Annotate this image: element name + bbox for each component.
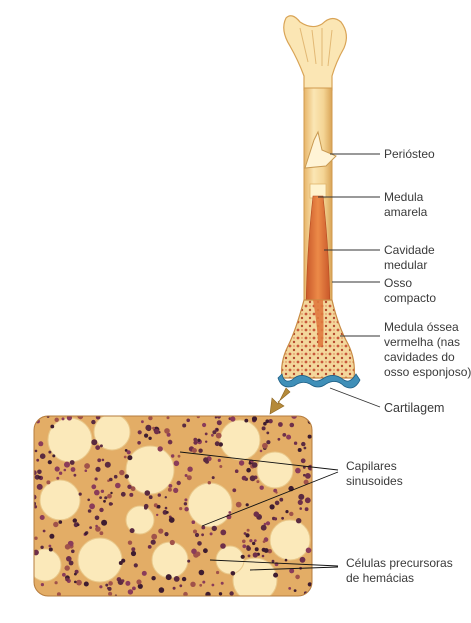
label-osso-2: compacto [384, 291, 437, 305]
label-medula-amarela-2: amarela [384, 205, 428, 219]
leader-lines [318, 153, 381, 408]
label-cavidade-2: medular [384, 258, 428, 272]
label-vermelha-1: Medula óssea [384, 320, 459, 334]
label-cavidade-1: Cavidade [384, 243, 435, 257]
micrograph [33, 415, 313, 597]
label-cartilagem: Cartilagem [384, 401, 445, 415]
articular-cartilage [277, 373, 361, 389]
label-capilares-1: Capilares [346, 459, 397, 473]
long-bone [277, 15, 361, 389]
leader-cartilagem [329, 387, 381, 408]
label-osso-1: Osso [384, 276, 413, 290]
label-vermelha-2: vermelha (nas [384, 335, 461, 349]
label-celulas-1: Células precursoras [346, 556, 453, 570]
zoom-arrow [269, 387, 291, 415]
micro-leader-lines [179, 451, 339, 571]
label-periosteo: Periósteo [384, 147, 435, 161]
label-celulas-2: de hemácias [346, 571, 415, 585]
label-medula-amarela-1: Medula [384, 190, 424, 204]
label-capilares-2: sinusoides [346, 474, 403, 488]
periosteum-flap [304, 130, 337, 169]
label-vermelha-4: osso esponjoso) [384, 365, 471, 379]
label-vermelha-3: cavidades do [384, 350, 455, 364]
